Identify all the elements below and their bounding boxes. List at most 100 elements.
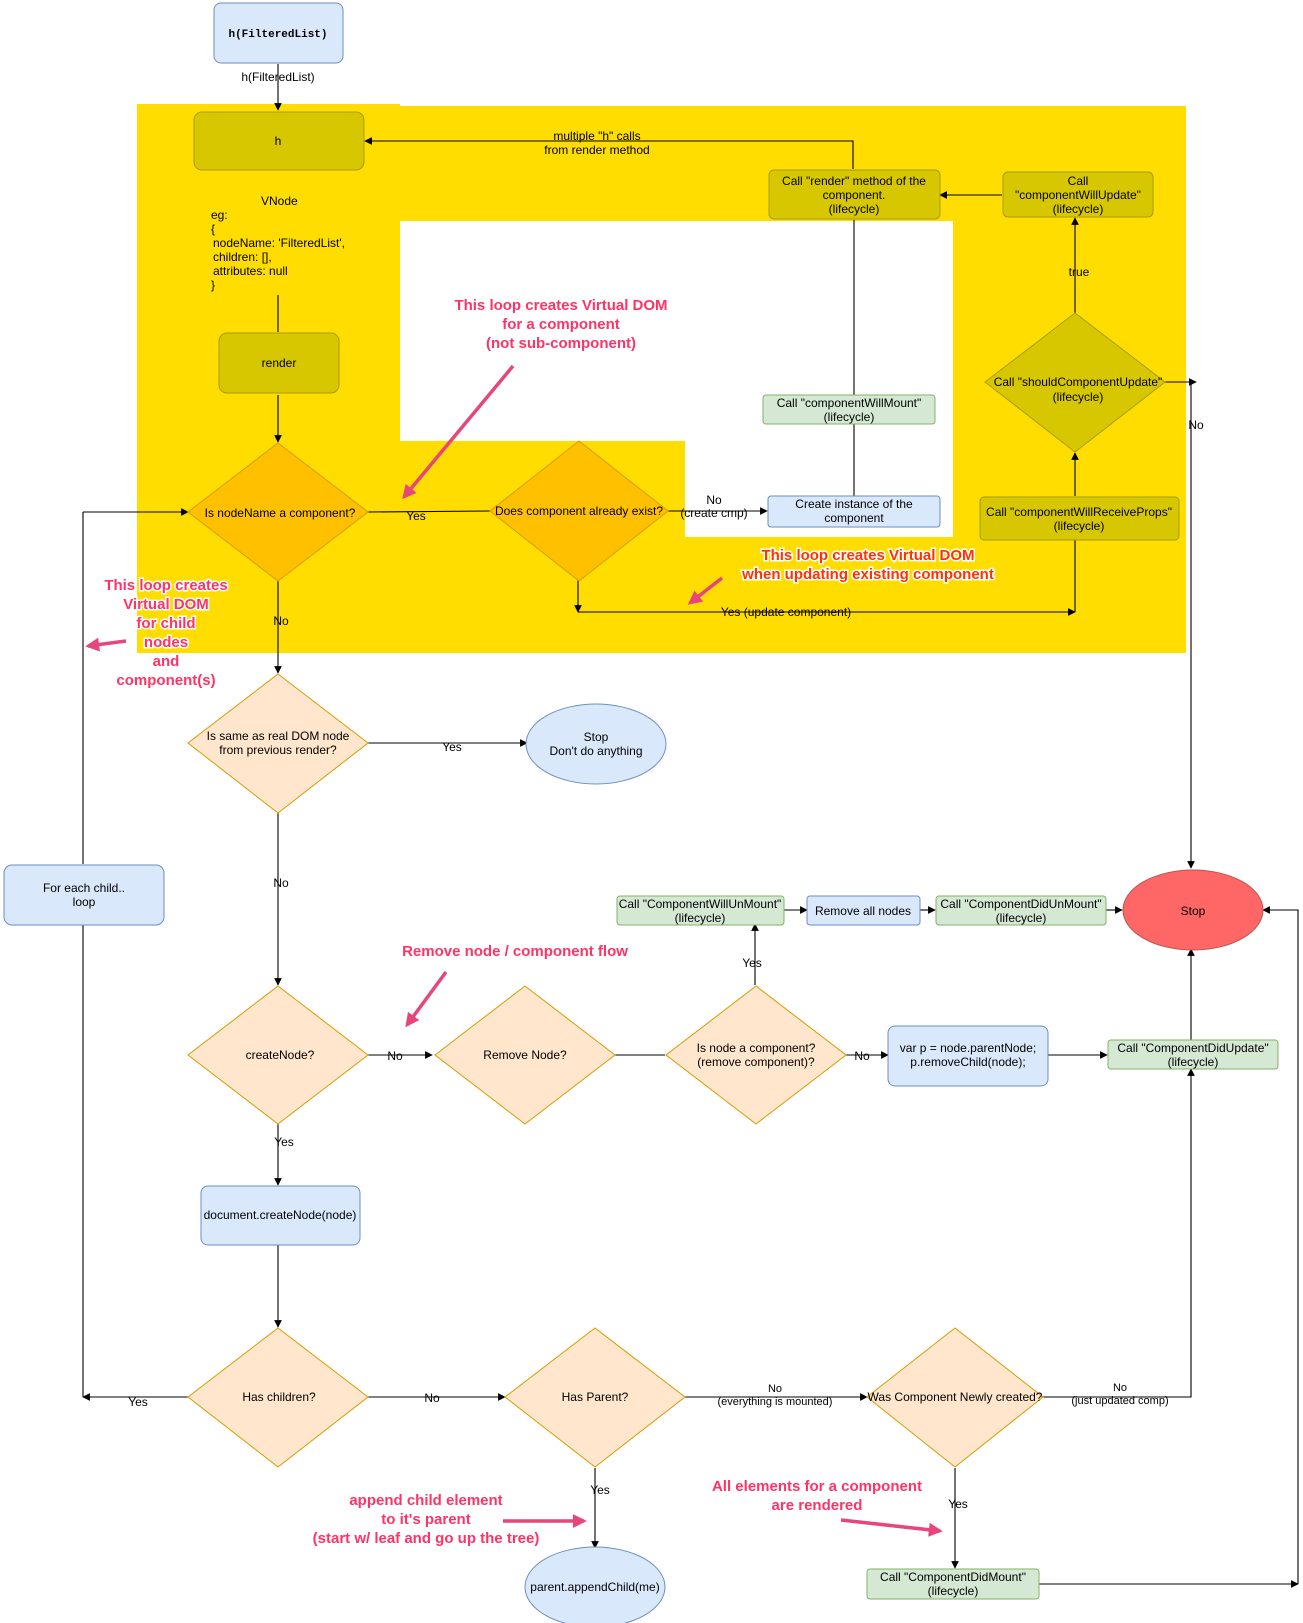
- svg-text:Call "ComponentWillUnMount": Call "ComponentWillUnMount": [619, 897, 782, 911]
- yes-label: Yes: [406, 509, 426, 523]
- svg-text:nodeName: 'FilteredList',: nodeName: 'FilteredList',: [213, 236, 345, 250]
- svg-text:(lifecycle): (lifecycle): [1053, 390, 1104, 404]
- no-label: No: [424, 1391, 440, 1405]
- svg-text:Has children?: Has children?: [242, 1390, 316, 1404]
- svg-text:Stop: Stop: [1181, 904, 1206, 918]
- has-children-diamond: Has children?: [187, 1327, 369, 1468]
- svg-text:Call "shouldComponentUpdate": Call "shouldComponentUpdate": [994, 375, 1163, 389]
- did-unmount-node: Call "ComponentDidUnMount" (lifecycle): [935, 895, 1107, 926]
- same-as-real-diamond: Is same as real DOM node from previous r…: [187, 673, 369, 814]
- svg-text:(lifecycle): (lifecycle): [675, 911, 726, 925]
- will-unmount-node: Call "ComponentWillUnMount" (lifecycle): [616, 895, 785, 926]
- svg-text:createNode?: createNode?: [246, 1048, 315, 1062]
- annotation-child-loop: This loop creates Virtual DOM for child …: [85, 576, 229, 691]
- start-node: h(FilteredList): [213, 2, 344, 64]
- yes-label: Yes: [948, 1497, 968, 1511]
- svg-text:(start w/ leaf and go up the t: (start w/ leaf and go up the tree): [313, 1530, 540, 1547]
- svg-text:Is nodeName a component?: Is nodeName a component?: [205, 506, 356, 520]
- yes-label: Yes: [742, 956, 762, 970]
- no-create-label-2: (create cmp): [680, 506, 747, 520]
- svg-text:document.createNode(node): document.createNode(node): [204, 1208, 357, 1222]
- svg-text:component: component: [824, 511, 884, 525]
- svg-text:(lifecycle): (lifecycle): [1168, 1055, 1219, 1069]
- svg-text:VNode: VNode: [261, 194, 298, 208]
- did-update-node: Call "ComponentDidUpdate" (lifecycle): [1107, 1039, 1279, 1070]
- svg-text:(lifecycle): (lifecycle): [829, 202, 880, 216]
- svg-text:(not sub-component): (not sub-component): [486, 335, 636, 352]
- render-node: render: [218, 332, 340, 394]
- svg-text:This loop creates Virtual DOM: This loop creates Virtual DOM: [761, 547, 974, 564]
- h-call-label: h(FilteredList): [241, 70, 314, 84]
- svg-text:Remove Node?: Remove Node?: [483, 1048, 567, 1062]
- no-label: No: [273, 614, 289, 628]
- for-each-child-node: For each child.. loop: [3, 864, 165, 926]
- svg-text:{: {: [211, 222, 215, 236]
- svg-text:(lifecycle): (lifecycle): [1053, 202, 1104, 216]
- has-parent-diamond: Has Parent?: [504, 1327, 686, 1468]
- newly-created-diamond: Was Component Newly created?: [866, 1327, 1044, 1468]
- svg-text:Stop: Stop: [584, 730, 609, 744]
- svg-text:h(FilteredList): h(FilteredList): [228, 29, 327, 41]
- stop-ellipse: Stop: [1122, 869, 1264, 951]
- svg-text:Is node a component?: Is node a component?: [697, 1041, 816, 1055]
- svg-text:render: render: [262, 356, 297, 370]
- yes-label: Yes: [128, 1395, 148, 1409]
- svg-text:Virtual DOM: Virtual DOM: [123, 596, 209, 613]
- svg-text:(lifecycle): (lifecycle): [928, 1584, 979, 1598]
- annotation-append: append child element to it's parent (sta…: [311, 1491, 587, 1549]
- create-instance-node: Create instance of the component: [767, 495, 941, 528]
- svg-text:Create instance of the: Create instance of the: [795, 497, 913, 511]
- annotation-all-rendered: All elements for a component are rendere…: [710, 1477, 943, 1537]
- svg-text:nodes: nodes: [144, 634, 188, 651]
- no-updated-label-1: No: [1113, 1382, 1127, 1394]
- will-receive-props-node: Call "componentWillReceiveProps" (lifecy…: [979, 496, 1180, 541]
- svg-text:p.removeChild(node);: p.removeChild(node);: [910, 1055, 1025, 1069]
- svg-text:(lifecycle): (lifecycle): [996, 911, 1047, 925]
- svg-text:(remove component)?: (remove component)?: [697, 1055, 815, 1069]
- yes-label: Yes: [590, 1483, 610, 1497]
- vnode-example: VNode eg: { nodeName: 'FilteredList', ch…: [211, 194, 345, 292]
- already-exist-diamond: Does component already exist?: [489, 440, 669, 582]
- svg-text:when updating existing compone: when updating existing component: [741, 566, 994, 583]
- svg-text:loop: loop: [73, 895, 96, 909]
- svg-text:Does component already exist?: Does component already exist?: [495, 504, 663, 518]
- svg-text:Call "ComponentDidMount": Call "ComponentDidMount": [880, 1570, 1026, 1584]
- multiple-h-label-2: from render method: [544, 143, 649, 157]
- remove-node-diamond: Remove Node?: [434, 985, 616, 1125]
- svg-text:Has Parent?: Has Parent?: [562, 1390, 629, 1404]
- remove-child-node: var p = node.parentNode; p.removeChild(n…: [887, 1025, 1049, 1087]
- svg-text:attributes: null: attributes: null: [213, 264, 288, 278]
- append-child-ellipse: parent.appendChild(me): [524, 1546, 666, 1623]
- no-label: No: [387, 1049, 403, 1063]
- svg-text:All elements for a component: All elements for a component: [712, 1478, 922, 1495]
- edge-labels: h(FilteredList) multiple "h" calls from …: [128, 70, 1204, 1511]
- render-method-node: Call "render" method of the component. (…: [768, 169, 941, 220]
- svg-text:eg:: eg:: [211, 208, 228, 222]
- svg-text:from previous render?: from previous render?: [219, 743, 337, 757]
- svg-text:This loop creates Virtual DOM: This loop creates Virtual DOM: [454, 297, 667, 314]
- svg-text:Remove node / component flow: Remove node / component flow: [402, 943, 628, 960]
- create-node-diamond: createNode?: [187, 985, 369, 1125]
- svg-text:and: and: [153, 653, 180, 670]
- yes-label: Yes: [274, 1135, 294, 1149]
- should-update-diamond: Call "shouldComponentUpdate" (lifecycle): [984, 312, 1166, 453]
- did-mount-node: Call "ComponentDidMount" (lifecycle): [866, 1568, 1040, 1600]
- edges: [82, 64, 1299, 1588]
- svg-text:component.: component.: [823, 188, 886, 202]
- is-node-component-diamond: Is node a component? (remove component)?: [665, 985, 847, 1125]
- no-label: No: [273, 876, 289, 890]
- svg-text:children: [],: children: [],: [213, 250, 272, 264]
- svg-text:component(s): component(s): [116, 672, 215, 689]
- no-label: No: [854, 1049, 870, 1063]
- true-label: true: [1069, 265, 1090, 279]
- svg-text:parent.appendChild(me): parent.appendChild(me): [530, 1580, 659, 1594]
- svg-text:Call "ComponentDidUpdate": Call "ComponentDidUpdate": [1117, 1041, 1268, 1055]
- will-mount-node: Call "componentWillMount" (lifecycle): [762, 394, 936, 425]
- svg-text:Call: Call: [1068, 174, 1089, 188]
- stop-nothing-ellipse: Stop Don't do anything: [525, 703, 667, 785]
- document-create-node: document.createNode(node): [200, 1185, 361, 1246]
- h-node: h: [193, 111, 365, 171]
- svg-text:Call "render" method of the: Call "render" method of the: [782, 174, 926, 188]
- no-create-label-1: No: [706, 493, 722, 507]
